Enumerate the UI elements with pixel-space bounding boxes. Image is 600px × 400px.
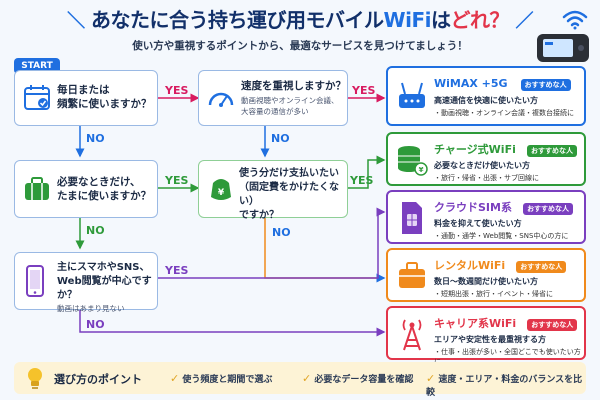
q2-sub2: 大容量の通信が多い bbox=[241, 107, 309, 116]
tip-1-text: 使う頻度と期間で選ぶ bbox=[182, 375, 273, 385]
title-part4: どれ？ bbox=[450, 8, 509, 32]
q3-yes-label: YES bbox=[165, 174, 189, 187]
title-part3: は bbox=[430, 8, 451, 32]
check-icon: ✓ bbox=[426, 372, 436, 385]
q5-yes-label: YES bbox=[165, 264, 189, 277]
lightbulb-icon bbox=[28, 368, 42, 389]
q4-yes-label: YES bbox=[350, 174, 374, 187]
result-card-wimax: WiMAX +5G おすすめな人 高速通信を快適に使いたい方 ・動画視聴・オンラ… bbox=[386, 66, 586, 126]
rental-use: ・短期出張・旅行・イベント・帰省に bbox=[434, 290, 553, 298]
wimax-badge: おすすめな人 bbox=[520, 79, 571, 91]
title-deco-right: ／ bbox=[515, 11, 533, 32]
rental-title: レンタルWiFi bbox=[434, 259, 506, 272]
q4-line3: ですか？ bbox=[239, 210, 279, 221]
svg-text:¥: ¥ bbox=[218, 188, 225, 198]
result-card-charge-wifi: ¥ チャージ式WiFi おすすめな人 必要なときだけ使いたい方 ・旅行・帰省・出… bbox=[386, 132, 586, 186]
suitcase-icon bbox=[25, 177, 49, 200]
q2-line1: 速度を重視しますか？ bbox=[241, 80, 346, 92]
tip-2: ✓ 必要なデータ容量を確認 bbox=[302, 372, 413, 385]
q3-line2: たまに使いますか？ bbox=[57, 190, 152, 202]
page-title: ＼ あなたに合う持ち運び用モバイルWiFiはどれ？ ／ bbox=[0, 4, 600, 33]
wimax-desc: 高速通信を快適に使いたい方 bbox=[434, 96, 538, 105]
q1-line2: 頻繁に使いますか？ bbox=[57, 98, 152, 110]
carrier-badge: おすすめな人 bbox=[527, 319, 578, 331]
tip-1: ✓ 使う頻度と期間で選ぶ bbox=[170, 372, 272, 385]
result-card-cloud-sim: クラウドSIM系 おすすめな人 料金を抑えて使いたい方 ・通勤・通学・Web閲覧… bbox=[386, 190, 586, 244]
wallet-icon: ¥ bbox=[211, 179, 231, 200]
rental-desc: 数日〜数週間だけ使いたい方 bbox=[434, 277, 538, 286]
tip-3: ✓ 速度・エリア・料金のバランスを比較 bbox=[426, 372, 586, 398]
carrier-desc: エリアや安定性を最重視する方 bbox=[434, 335, 546, 344]
speedometer-icon bbox=[208, 92, 234, 107]
sim-card-icon bbox=[402, 202, 422, 234]
q3-line1: 必要なときだけ、 bbox=[57, 176, 141, 188]
q1-yes-label: YES bbox=[165, 84, 189, 97]
result-card-rental-wifi: レンタルWiFi おすすめな人 数日〜数週間だけ使いたい方 ・短期出張・旅行・イ… bbox=[386, 248, 586, 302]
router-icon bbox=[399, 82, 425, 108]
q5-sub1: 動画はあまり見ない bbox=[57, 304, 125, 313]
question-4-box: ¥ 使う分だけ支払いたい （固定費をかけたくない） ですか？ bbox=[198, 160, 348, 221]
subtitle: 使い方や重視するポイントから、最適なサービスを見つけてましょう！ bbox=[132, 40, 468, 52]
cloud-desc: 料金を抑えて使いたい方 bbox=[434, 219, 522, 228]
charge-use: ・旅行・帰省・出張・サブ回線に bbox=[434, 174, 539, 182]
q4-no-label: NO bbox=[272, 226, 291, 239]
charge-title: チャージ式WiFi bbox=[434, 143, 516, 156]
smartphone-icon bbox=[26, 265, 44, 297]
title-part1: あなたに合う持ち運び用モバイル bbox=[91, 8, 384, 32]
check-icon: ✓ bbox=[170, 372, 180, 385]
carrier-title: キャリア系WiFi bbox=[434, 317, 517, 330]
cloud-title: クラウドSIM系 bbox=[434, 201, 512, 214]
q5-no-label: NO bbox=[86, 318, 105, 331]
wifi-icon bbox=[562, 10, 588, 30]
antenna-tower-icon bbox=[402, 319, 422, 351]
q4-line1: 使う分だけ支払いたい bbox=[239, 168, 339, 179]
question-2-box: 速度を重視しますか？ 動画視聴やオンライン会議、 大容量の通信が多い bbox=[198, 70, 348, 126]
svg-text:¥: ¥ bbox=[419, 166, 424, 174]
tip-2-text: 必要なデータ容量を確認 bbox=[314, 375, 414, 385]
q4-line2: （固定費をかけたくない） bbox=[239, 182, 339, 207]
q2-sub1: 動画視聴やオンライン会議、 bbox=[241, 96, 339, 105]
calendar-icon bbox=[24, 85, 50, 110]
tips-heading: 選び方のポイント bbox=[54, 373, 142, 386]
wimax-use: ・動画視聴・オンライン会議・複数台接続に bbox=[434, 109, 574, 117]
q1-no-label: NO bbox=[86, 132, 105, 145]
charge-desc: 必要なときだけ使いたい方 bbox=[434, 161, 530, 170]
q2-no-label: NO bbox=[271, 132, 290, 145]
rental-badge: おすすめな人 bbox=[516, 261, 567, 273]
title-part2: WiFi bbox=[383, 8, 432, 32]
cloud-badge: おすすめな人 bbox=[523, 203, 574, 215]
question-3-box: 必要なときだけ、 たまに使いますか？ bbox=[14, 160, 158, 218]
tip-3-text: 速度・エリア・料金のバランスを比較 bbox=[426, 375, 583, 398]
q5-line1: 主にスマホやSNS、 bbox=[57, 262, 150, 273]
q3-no-label: NO bbox=[86, 224, 105, 237]
luggage-icon bbox=[399, 262, 425, 288]
check-icon: ✓ bbox=[302, 372, 312, 385]
charge-badge: おすすめな人 bbox=[526, 145, 577, 157]
wimax-title: WiMAX +5G bbox=[434, 77, 508, 90]
question-5-box: 主にスマホやSNS、 Web閲覧が中心ですか？ 動画はあまり見ない bbox=[14, 252, 158, 313]
cloud-use: ・通勤・通学・Web閲覧・SNS中心の方に bbox=[434, 232, 569, 240]
q1-line1: 毎日または bbox=[57, 84, 110, 96]
mobile-router-icon bbox=[537, 34, 589, 62]
q5-line2: Web閲覧が中心ですか？ bbox=[57, 276, 152, 301]
coins-icon: ¥ bbox=[398, 146, 428, 176]
result-card-carrier-wifi: キャリア系WiFi おすすめな人 エリアや安定性を最重視する方 ・仕事・出張が多… bbox=[386, 306, 586, 366]
title-deco-left: ＼ bbox=[67, 11, 85, 32]
tips-footer: 選び方のポイント ✓ 使う頻度と期間で選ぶ ✓ 必要なデータ容量を確認 ✓ 速度… bbox=[14, 362, 586, 398]
q2-yes-label: YES bbox=[352, 84, 376, 97]
question-1-box: 毎日または 頻繁に使いますか？ bbox=[14, 70, 158, 126]
